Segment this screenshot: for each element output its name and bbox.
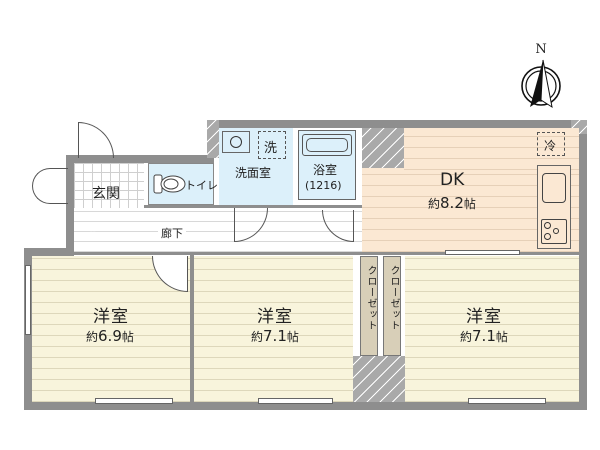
bathtub-icon bbox=[302, 134, 352, 156]
wall-entry-left bbox=[66, 155, 74, 250]
wall-wet-bottom bbox=[144, 205, 362, 208]
pillar-closet-bottom bbox=[353, 356, 405, 402]
western-2-size: 約7.1帖 bbox=[251, 327, 299, 345]
room3-window-bottom bbox=[468, 398, 546, 404]
room-toilet: トイレ bbox=[148, 163, 218, 205]
fridge-space: 冷 bbox=[537, 132, 565, 156]
room2-window-bottom bbox=[258, 398, 333, 404]
sink-icon bbox=[222, 131, 250, 153]
western-2-label: 洋室 bbox=[257, 307, 293, 327]
room-western-1-lower bbox=[74, 350, 190, 402]
western-1-size: 約6.9帖 bbox=[86, 327, 134, 345]
washer-space: 洗 bbox=[258, 131, 286, 159]
room1-window-bottom bbox=[95, 398, 173, 404]
wall-room1-room2 bbox=[190, 255, 194, 402]
entrance-door[interactable] bbox=[78, 122, 114, 158]
dk-room3-opening bbox=[445, 250, 520, 255]
closet-2-label: クローゼット bbox=[388, 265, 399, 331]
room-dk-upper bbox=[404, 128, 579, 170]
wall-right bbox=[579, 120, 587, 410]
kitchen-sink-icon bbox=[542, 173, 566, 203]
closet-1[interactable]: クローゼット bbox=[360, 256, 378, 356]
north-arrow-icon bbox=[521, 59, 561, 109]
washroom-label: 洗面室 bbox=[235, 166, 272, 180]
room1-window-left bbox=[25, 265, 31, 335]
room-western-3 bbox=[405, 256, 579, 402]
closet-2[interactable]: クローゼット bbox=[383, 256, 401, 356]
room-washroom: 洗 洗面室 bbox=[219, 128, 293, 206]
hallway-label: 廊下 bbox=[158, 225, 186, 241]
fridge-label: 冷 bbox=[544, 139, 557, 153]
western-1-label: 洋室 bbox=[93, 307, 129, 327]
side-door[interactable] bbox=[32, 168, 68, 204]
stove-icon bbox=[541, 219, 567, 244]
wall-entry-top bbox=[66, 155, 214, 163]
western-3-label: 洋室 bbox=[466, 307, 502, 327]
compass-north-label: N bbox=[535, 42, 547, 57]
bathroom-size: (1216) bbox=[305, 179, 342, 192]
room-bathroom: 浴室 (1216) bbox=[298, 130, 356, 200]
closet-1-label: クローゼット bbox=[365, 265, 376, 331]
hallway-diagonal bbox=[74, 223, 144, 252]
toilet-label: トイレ bbox=[185, 179, 218, 192]
toilet-icon bbox=[153, 174, 186, 194]
western-3-size: 約7.1帖 bbox=[460, 327, 508, 345]
wall-hall-bottom bbox=[32, 252, 579, 255]
entrance-label: 玄関 bbox=[92, 186, 120, 202]
dk-size: 約8.2帖 bbox=[428, 194, 476, 212]
dk-label: DK bbox=[440, 170, 465, 190]
wall-bottom bbox=[24, 402, 587, 410]
wall-top bbox=[207, 120, 587, 128]
bathroom-label: 浴室 bbox=[313, 163, 338, 177]
kitchen-counter bbox=[537, 165, 571, 249]
pillar-dk-notch bbox=[362, 128, 404, 168]
room-western-2 bbox=[194, 256, 353, 402]
pillar-top-left bbox=[207, 120, 219, 158]
compass: N bbox=[516, 42, 566, 112]
washer-label: 洗 bbox=[264, 141, 278, 156]
